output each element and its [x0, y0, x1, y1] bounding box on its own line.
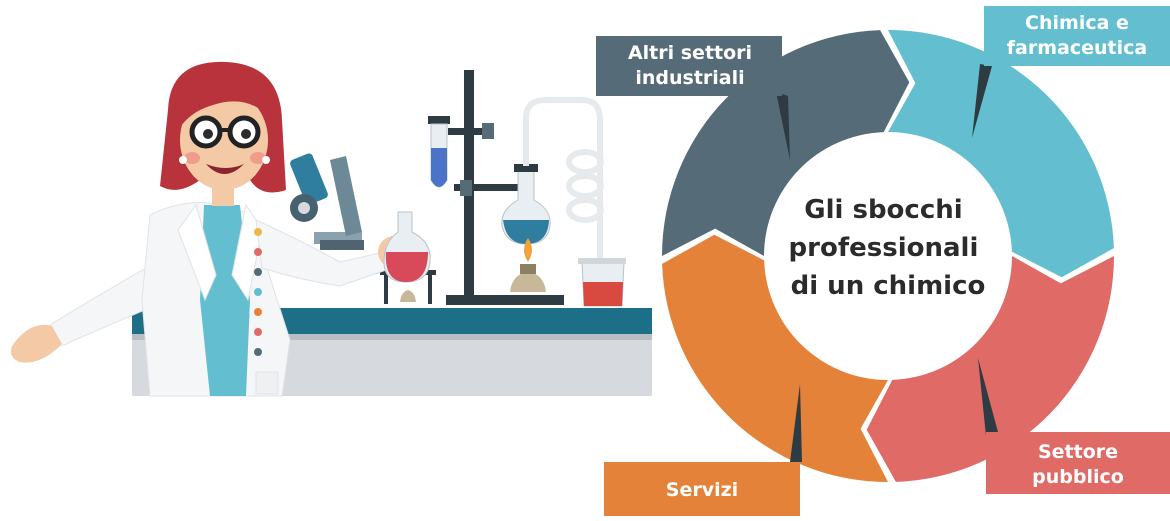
- coat-button: [254, 288, 262, 296]
- label-box: [984, 6, 1170, 66]
- chemist-illustration: [11, 61, 652, 397]
- label-box: [596, 36, 782, 96]
- condenser-coil-icon: [523, 97, 604, 262]
- label-box: [604, 462, 800, 516]
- segment-settore-pubblico: [866, 256, 1114, 482]
- coat-button: [254, 248, 262, 256]
- coat-button: [254, 328, 262, 336]
- callout-pointer: [972, 64, 992, 138]
- chemist-figure: [11, 61, 431, 397]
- coat-button: [254, 228, 262, 236]
- segment-altri-settori: [662, 30, 910, 256]
- ring-stand-icon: [446, 70, 564, 305]
- label-box: [986, 432, 1170, 494]
- coat-button: [254, 348, 262, 356]
- center-title: Gli sbocchi professionali di un chimico: [789, 195, 988, 301]
- callout-pointer: [776, 92, 790, 160]
- coat-buttons: [254, 228, 262, 356]
- segment-chimica-farmaceutica: [888, 29, 1114, 278]
- test-tube-icon: [428, 116, 450, 188]
- coat-button: [254, 308, 262, 316]
- beaker-icon: [578, 258, 626, 307]
- center-circle: [782, 150, 994, 362]
- coat-button: [254, 268, 262, 276]
- label-text: Servizi: [666, 479, 738, 501]
- label-servizi: Servizi: [604, 462, 800, 516]
- burner-icon: [510, 238, 546, 292]
- segment-servizi: [662, 234, 888, 482]
- callout-pointer: [978, 358, 998, 436]
- microscope-icon: [290, 153, 380, 274]
- callout-pointer: [790, 384, 802, 462]
